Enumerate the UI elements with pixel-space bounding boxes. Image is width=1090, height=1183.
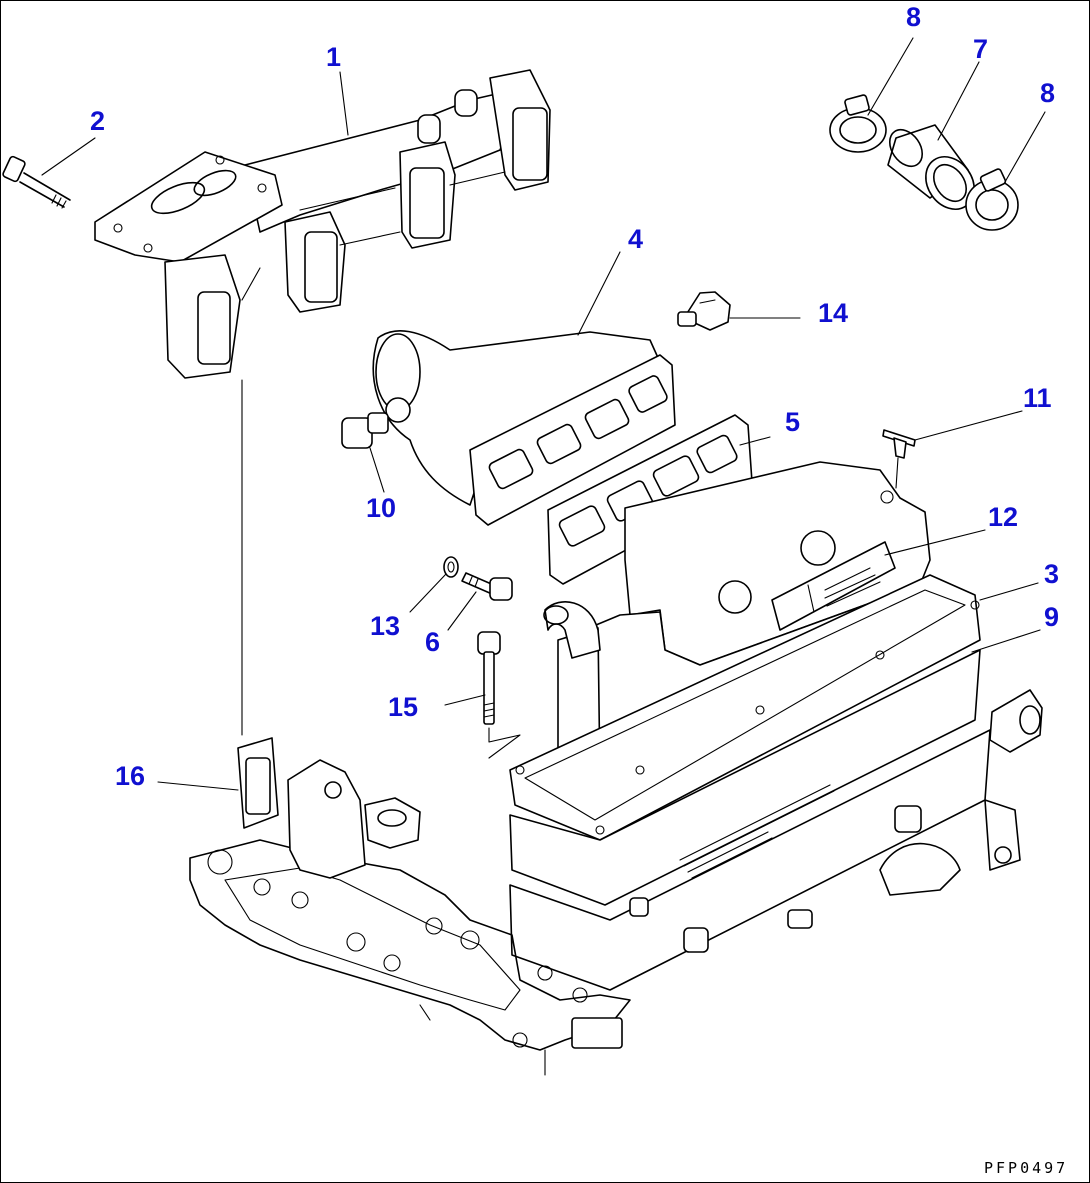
temperature-sensor[interactable] [677, 291, 731, 331]
callout-7: 7 [973, 34, 988, 64]
cover-bolt-short[interactable] [461, 572, 513, 601]
leader-lines [41, 37, 1046, 791]
callout-2: 2 [90, 106, 105, 136]
callout-1: 1 [326, 42, 341, 72]
manifold-bolt[interactable] [2, 155, 71, 209]
hose[interactable] [883, 124, 984, 219]
callout-16: 16 [115, 761, 145, 791]
connector-bolt[interactable] [341, 412, 389, 449]
drawing-code: PFP0497 [984, 1159, 1068, 1177]
callout-10: 10 [366, 493, 396, 523]
callout-3: 3 [1044, 559, 1059, 589]
callout-12: 12 [988, 502, 1018, 532]
intake-connector[interactable] [372, 330, 676, 526]
callout-15: 15 [388, 692, 418, 722]
callout-14: 14 [818, 298, 848, 328]
cylinder-head [189, 759, 631, 1076]
cover-gasket[interactable] [509, 574, 981, 841]
callout-11: 11 [1023, 383, 1052, 413]
hose-clamp-upper[interactable] [829, 94, 887, 153]
callout-13: 13 [370, 611, 400, 641]
callout-5: 5 [785, 407, 800, 437]
callout-8-left: 8 [906, 2, 921, 32]
cover-bolt-long[interactable] [477, 631, 521, 759]
callout-6: 6 [425, 627, 440, 657]
callout-labels: 1 2 8 7 8 4 14 11 5 10 12 3 9 13 6 15 16 [90, 2, 1059, 791]
manifold-gasket[interactable] [237, 737, 279, 829]
callout-9: 9 [1044, 602, 1059, 632]
breather-plug[interactable] [882, 429, 916, 489]
cooling-fins [679, 784, 835, 879]
washer[interactable] [443, 556, 459, 578]
callout-4: 4 [628, 224, 643, 254]
hose-clamp-lower[interactable] [965, 168, 1019, 231]
exhaust-manifold[interactable] [94, 69, 551, 379]
aftercooler-core[interactable] [509, 649, 1043, 991]
callout-8-right: 8 [1040, 78, 1055, 108]
